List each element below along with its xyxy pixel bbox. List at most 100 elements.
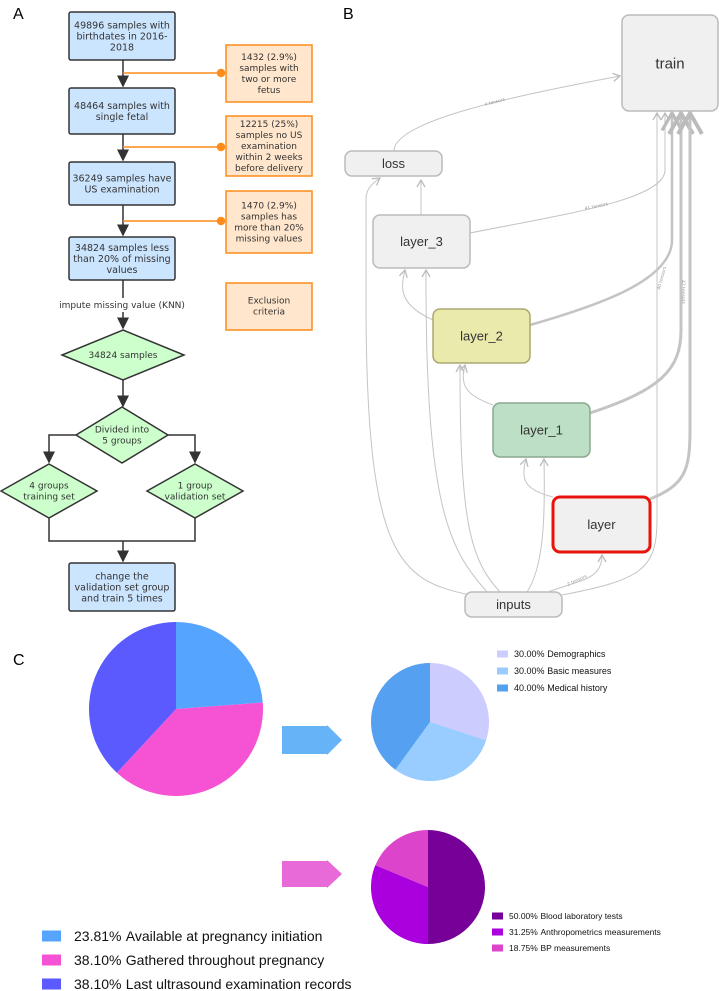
graph-node-label: loss	[382, 156, 406, 171]
diamond-text-line: 1 group	[178, 482, 213, 492]
graph-node-layer[interactable]: layer	[551, 495, 652, 554]
legend-label: Basic measures	[547, 666, 612, 676]
legend-label: Medical history	[547, 683, 608, 693]
legend-item: 50.00%Blood laboratory tests	[492, 911, 623, 921]
graph-node-label: layer_3	[400, 234, 443, 249]
exclusion-criteria-text-line: Exclusion	[248, 297, 290, 307]
legend-swatch	[42, 978, 61, 990]
exclusion-text-line: two or more	[242, 75, 297, 85]
legend-label: Available at pregnancy initiation	[126, 928, 323, 944]
flow-step-text-line: 36249 samples have	[72, 173, 171, 184]
graph-node-train[interactable]: train	[621, 14, 719, 112]
panel-label-c: C	[13, 652, 25, 669]
legend-item: 38.10% Last ultrasound examination record…	[42, 976, 351, 991]
legend-pct: 30.00%	[514, 649, 545, 659]
final-step-text-line: and train 5 times	[81, 593, 163, 604]
legend-swatch	[497, 667, 508, 675]
exclusion-text-line: within 2 weeks	[235, 153, 302, 163]
flow-step-text-line: 34824 samples less	[75, 243, 169, 254]
graph-node-layer-1[interactable]: layer_1	[492, 402, 591, 458]
legend-label: BP measurements	[540, 943, 610, 953]
flow-step-text-line: values	[107, 265, 138, 276]
graph-node-label: layer_1	[520, 423, 563, 438]
graph-node-loss[interactable]: loss	[344, 150, 443, 177]
exclusion-text-line: samples with	[239, 64, 298, 74]
exclusion-text-line: before delivery	[235, 164, 304, 174]
graph-node-inputs[interactable]: inputs	[464, 591, 563, 618]
diamond-text-line: training set	[23, 493, 75, 503]
exclusion-text-line: 12215 (25%)	[240, 120, 299, 130]
graph-node-layer-3[interactable]: layer_3	[372, 214, 471, 269]
pie-legend-3: 50.00%Blood laboratory tests 31.25%Anthro…	[492, 911, 661, 953]
legend-item: 40.00%Medical history	[497, 683, 608, 693]
flow-step-text-line: 2018	[110, 42, 134, 53]
legend-item: 23.81% Available at pregnancy initiation	[42, 928, 322, 944]
exclusion-text-line: fetus	[258, 86, 281, 96]
pie-slice	[88, 622, 176, 773]
edge-label-layer3-train: 41 tensors	[584, 201, 609, 212]
graph-edges	[365, 72, 704, 596]
legend-pct: 38.10%	[74, 976, 121, 991]
diamond-text-line: validation set	[165, 493, 226, 503]
diamond-text-line: Divided into	[95, 426, 150, 436]
pie-slice	[395, 722, 487, 781]
flow-step-text-line: US examination	[84, 184, 159, 195]
exclusion-text-line: 1432 (2.9%)	[241, 53, 297, 63]
exclusion-text-line: samples no US	[236, 131, 303, 141]
legend-pct: 23.81%	[74, 928, 121, 944]
legend-item: 31.25%Anthropometrics measurements	[492, 927, 661, 937]
graph-node-label: layer	[587, 517, 616, 532]
legend-swatch	[497, 684, 508, 692]
final-step-text-line: change the	[95, 571, 149, 582]
flow-step-text-line: 48464 samples with	[74, 101, 170, 112]
legend-swatch	[492, 912, 503, 920]
flow-step-text-line: birthdates in 2016-	[77, 31, 168, 42]
edge-label-layer1-train: 42 tensors	[680, 280, 686, 304]
graph-node-label: layer_2	[460, 329, 503, 344]
edge-label-loss-train: 4 tensors	[484, 97, 506, 108]
pie-chart-2	[371, 663, 489, 781]
graph-node-layer-2[interactable]: layer_2	[432, 308, 531, 364]
legend-item: 18.75%BP measurements	[492, 943, 610, 953]
exclusion-text-line: 1470 (2.9%)	[241, 202, 297, 212]
legend-item: 30.00%Basic measures	[497, 666, 612, 676]
pie-slice	[430, 663, 489, 741]
legend-item: 38.10%Gathered throughout pregnancy	[42, 952, 324, 968]
exclusion-criteria-text-line: criteria	[253, 308, 285, 318]
pie-legend-1: 23.81% Available at pregnancy initiation 3…	[42, 928, 351, 991]
final-step-text-line: validation set group	[75, 582, 170, 593]
flowchart	[43, 60, 201, 563]
legend-item: 30.00%Demographics	[497, 649, 606, 659]
pie-slice	[375, 830, 428, 887]
exclusion-text-line: missing values	[236, 235, 303, 245]
legend-pct: 18.75%	[509, 943, 538, 953]
pie-slice	[116, 702, 263, 796]
diamond-text-line: 5 groups	[102, 437, 142, 447]
diamond-text-line: 34824 samples	[89, 351, 158, 361]
decision-diamond-samples: 34824 samples	[60, 329, 186, 381]
legend-swatch	[492, 928, 503, 936]
panel-label-b: B	[343, 6, 354, 23]
pie-chart-1	[88, 622, 263, 796]
legend-pct: 50.00%	[509, 911, 538, 921]
legend-label: Demographics	[547, 649, 606, 659]
legend-label: Last ultrasound examination records	[126, 976, 352, 991]
legend-pct: 38.10%	[74, 952, 121, 968]
pie-chart-3	[371, 830, 485, 944]
panel-label-a: A	[13, 6, 24, 23]
legend-swatch	[42, 930, 61, 942]
legend-label: Anthropometrics measurements	[540, 927, 660, 937]
pie-slice	[428, 830, 485, 944]
flow-step-text-line: than 20% of missing	[73, 254, 170, 265]
